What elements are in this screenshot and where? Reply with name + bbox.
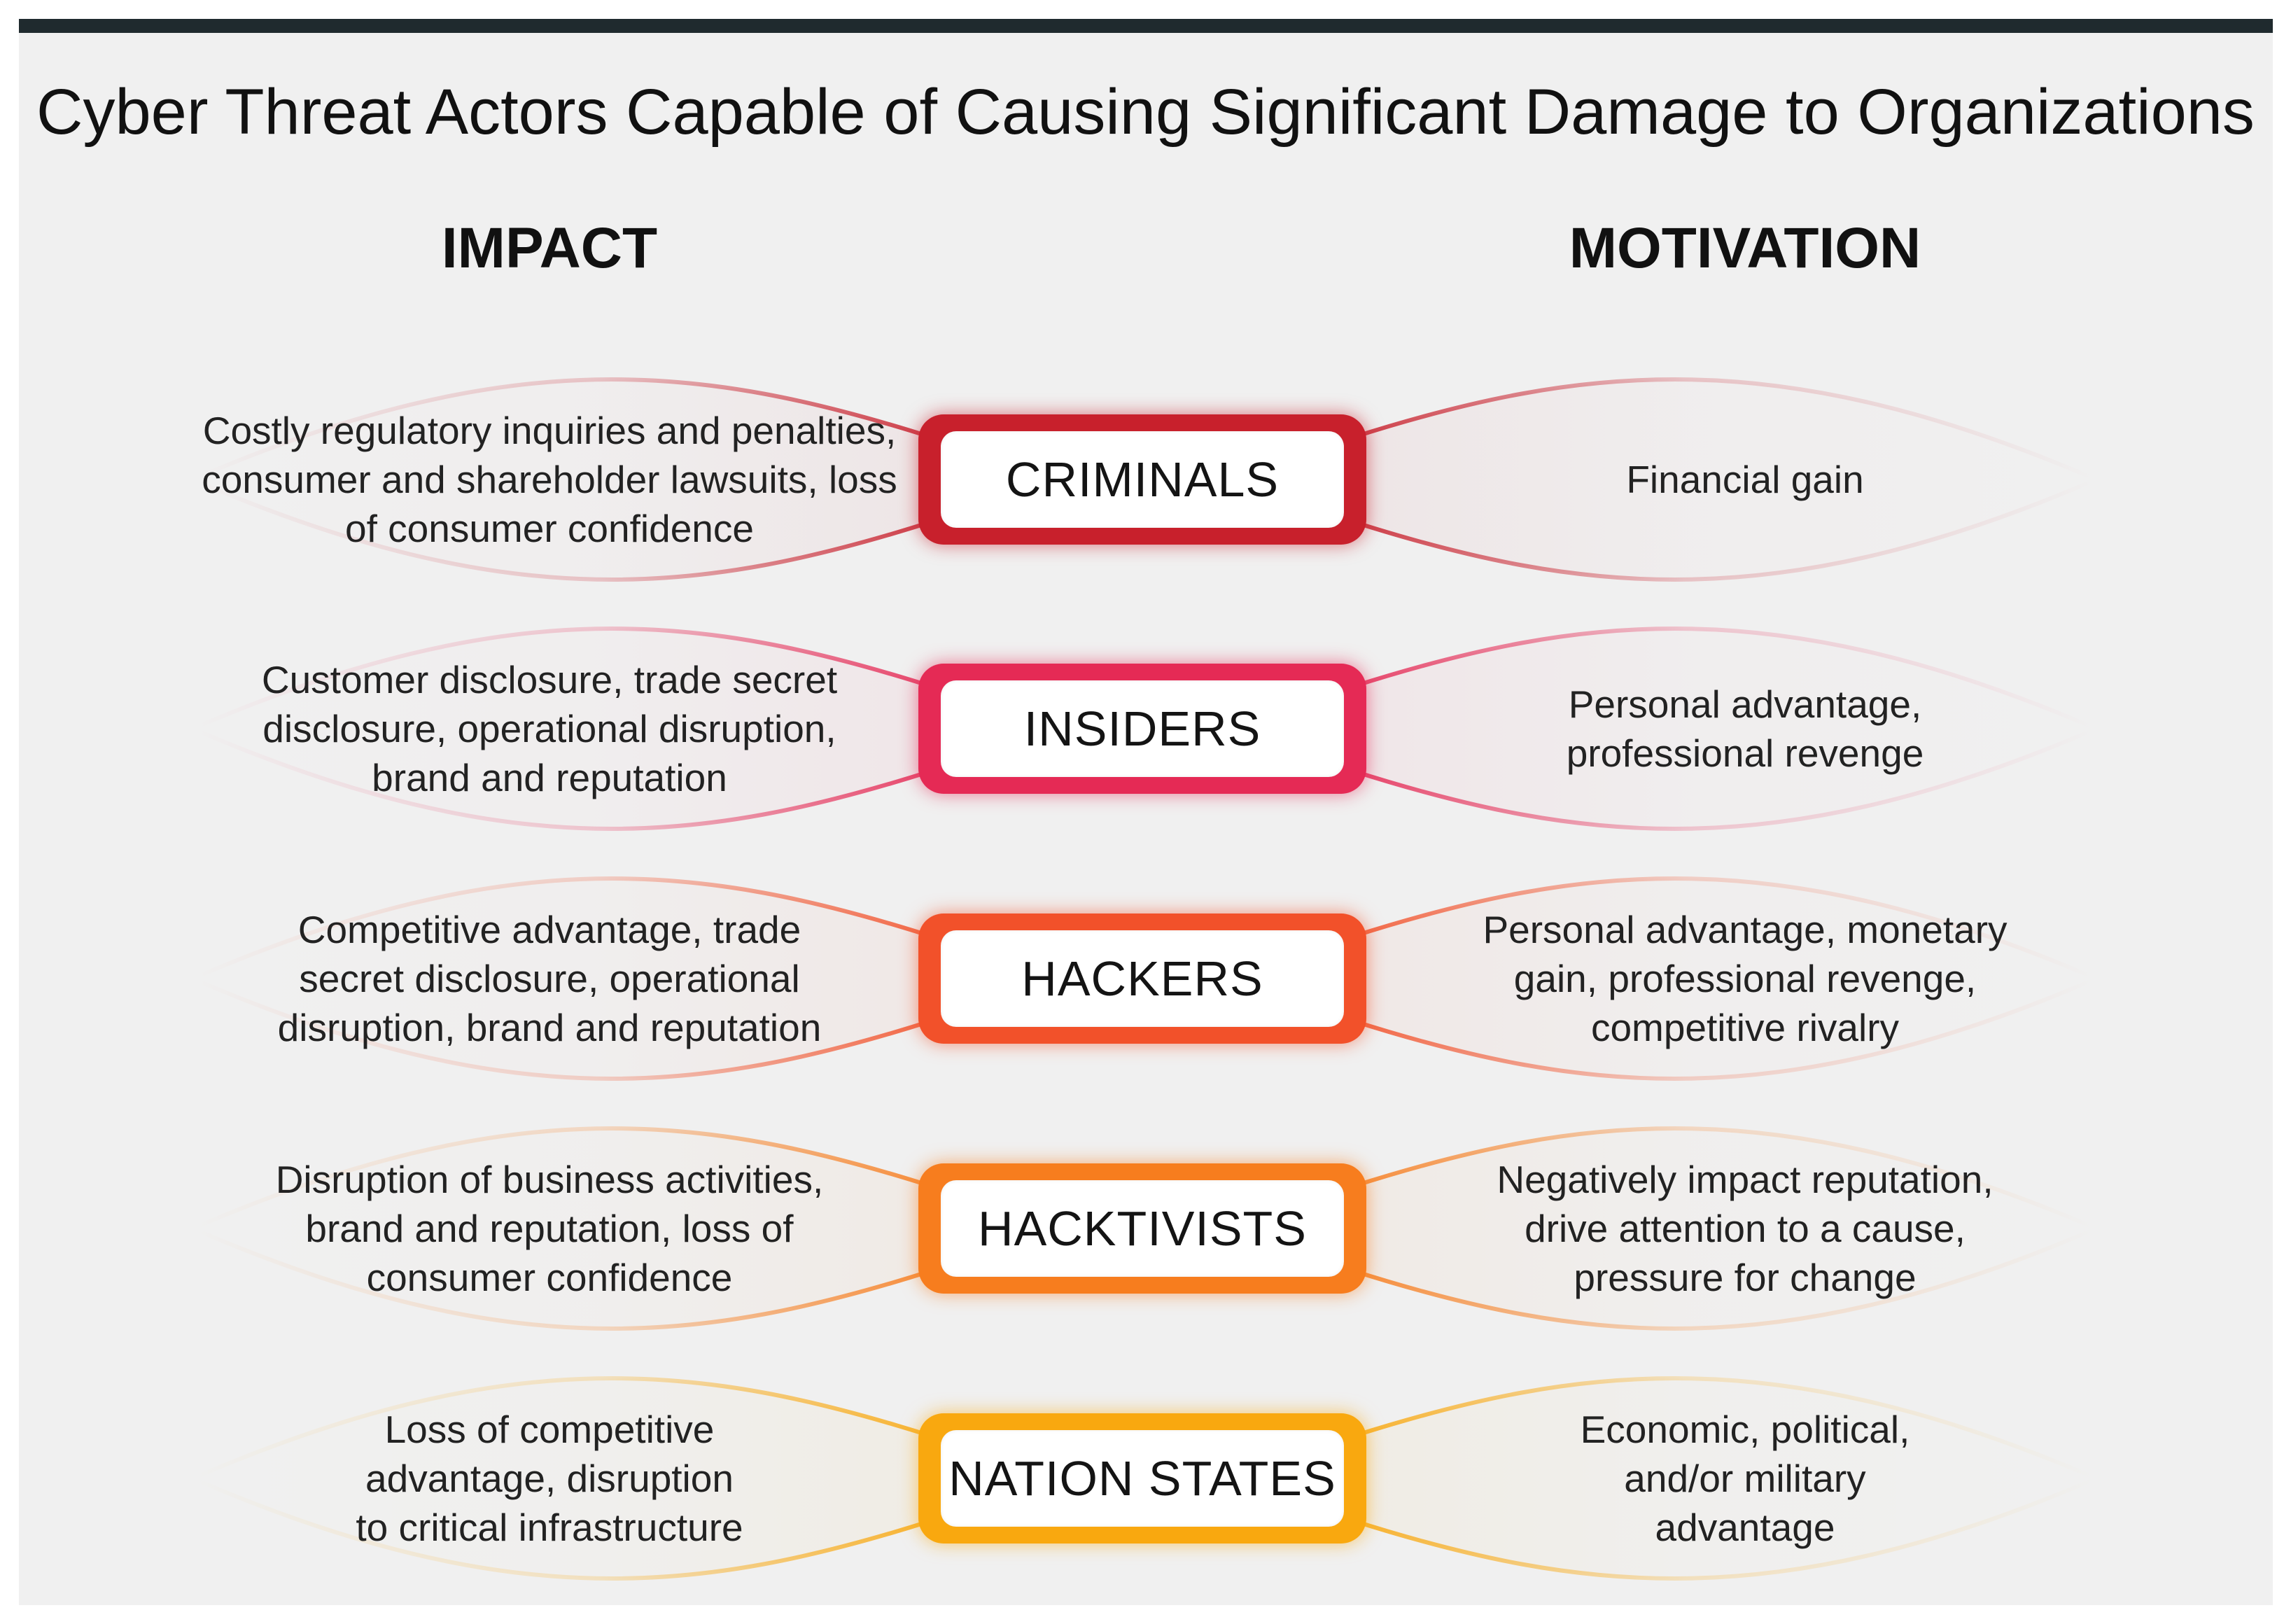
impact-text-line: of consumer confidence: [345, 507, 754, 550]
motivation-text-line: Personal advantage, monetary: [1483, 908, 2008, 951]
impact-description: Disruption of business activities, brand …: [164, 1124, 934, 1334]
motivation-text-line: advantage: [1655, 1506, 1835, 1549]
motivation-column-header: MOTIVATION: [1569, 216, 1921, 280]
impact-description: Loss of competitive advantage, disruption…: [164, 1373, 934, 1583]
motivation-text-line: professional revenge: [1566, 732, 1924, 775]
actor-badge: NATION STATES: [918, 1413, 1366, 1544]
motivation-text-line: pressure for change: [1574, 1256, 1917, 1299]
impact-text-line: Loss of competitive: [384, 1408, 715, 1451]
motivation-description: Personal advantage, professional revenge: [1360, 624, 2130, 834]
impact-text-line: to critical infrastructure: [356, 1506, 743, 1549]
impact-text-line: brand and reputation, loss of: [305, 1207, 794, 1250]
impact-description: Customer disclosure, trade secret disclos…: [164, 624, 934, 834]
motivation-text-line: Financial gain: [1626, 458, 1864, 501]
motivation-swoosh-fill: [1352, 1378, 2093, 1578]
impact-description: Costly regulatory inquiries and penaltie…: [164, 374, 934, 584]
motivation-swoosh-fill: [1352, 379, 2093, 580]
impact-swoosh-fill: [196, 1128, 932, 1329]
impact-text-line: consumer and shareholder lawsuits, loss: [202, 458, 897, 501]
background-panel: [19, 19, 2273, 1605]
impact-swoosh-fill: [196, 878, 932, 1079]
motivation-text-line: Economic, political,: [1580, 1408, 1910, 1451]
actor-badge: CRIMINALS: [918, 414, 1366, 545]
actor-name: HACKERS: [941, 930, 1344, 1027]
actor-badge: HACKTIVISTS: [918, 1163, 1366, 1294]
impact-text-line: Customer disclosure, trade secret: [261, 658, 838, 701]
actor-name: INSIDERS: [941, 680, 1344, 777]
impact-swoosh-fill: [196, 1378, 932, 1578]
actor-name: NATION STATES: [941, 1430, 1344, 1527]
actor-name: HACKTIVISTS: [941, 1180, 1344, 1277]
motivation-swoosh-fill: [1352, 878, 2093, 1079]
impact-description: Competitive advantage, trade secret discl…: [164, 874, 934, 1084]
motivation-swoosh-fill: [1352, 629, 2093, 829]
motivation-text-line: drive attention to a cause,: [1525, 1207, 1966, 1250]
top-bar: [19, 19, 2273, 33]
motivation-text-line: and/or military: [1624, 1457, 1866, 1500]
motivation-text-line: competitive rivalry: [1590, 1006, 1900, 1049]
impact-text-line: brand and reputation: [372, 756, 727, 799]
impact-text-line: disruption, brand and reputation: [277, 1006, 822, 1049]
page-title: Cyber Threat Actors Capable of Causing S…: [36, 76, 2255, 148]
impact-swoosh-fill: [196, 379, 932, 580]
impact-text-line: advantage, disruption: [365, 1457, 734, 1500]
impact-text-line: Disruption of business activities,: [275, 1158, 824, 1201]
motivation-description: Financial gain: [1360, 374, 2130, 584]
motivation-description: Economic, political, and/or military advan…: [1360, 1373, 2130, 1583]
impact-text-line: Competitive advantage, trade: [297, 908, 801, 951]
motivation-text-line: Personal advantage,: [1568, 682, 1922, 726]
impact-text-line: consumer confidence: [366, 1256, 733, 1299]
impact-column-header: IMPACT: [441, 216, 658, 280]
impact-text-line: secret disclosure, operational: [299, 957, 800, 1000]
motivation-text-line: Negatively impact reputation,: [1497, 1158, 1994, 1201]
impact-text-line: disclosure, operational disruption,: [262, 707, 836, 750]
actor-badge: INSIDERS: [918, 664, 1366, 794]
actor-name: CRIMINALS: [941, 431, 1344, 528]
actor-badge: HACKERS: [918, 913, 1366, 1044]
motivation-description: Personal advantage, monetary gain, profes…: [1360, 874, 2130, 1084]
impact-text-line: Costly regulatory inquiries and penaltie…: [202, 409, 897, 452]
motivation-text-line: gain, professional revenge,: [1513, 957, 1977, 1000]
motivation-swoosh-fill: [1352, 1128, 2093, 1329]
motivation-description: Negatively impact reputation, drive atten…: [1360, 1124, 2130, 1334]
impact-swoosh-fill: [196, 629, 932, 829]
